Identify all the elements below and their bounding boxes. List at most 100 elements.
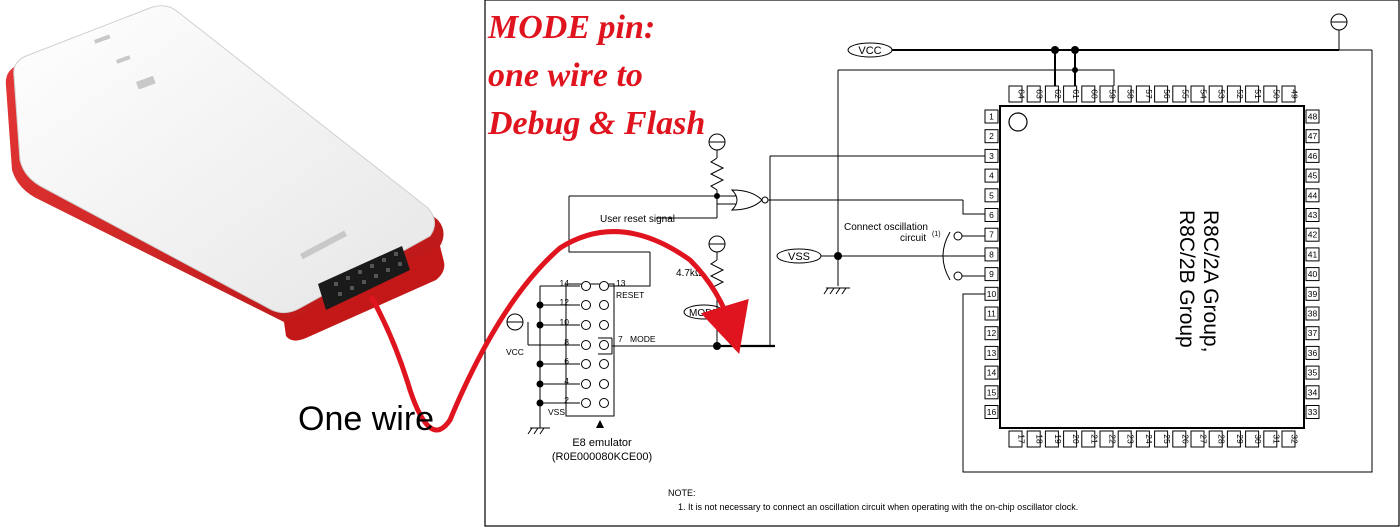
vcc-tag: VCC	[858, 45, 881, 57]
svg-text:51: 51	[1253, 89, 1263, 99]
vcc-bus	[837, 13, 1373, 256]
mcu-pin-42: 42	[1305, 227, 1320, 242]
mcu-pin-14: 14	[984, 365, 999, 380]
mcu-pin-18: 18	[1026, 430, 1045, 448]
mcu-pin-23: 23	[1117, 430, 1136, 448]
svg-text:17: 17	[1017, 434, 1027, 444]
note-title: NOTE:	[668, 488, 696, 498]
e8-reset-label: RESET	[616, 290, 644, 300]
red-highlight-wire	[369, 229, 749, 433]
chip-label-line-1: R8C/2A Group,	[1199, 210, 1222, 352]
mcu-pin-55: 55	[1172, 85, 1190, 103]
svg-text:48: 48	[1308, 112, 1318, 122]
svg-text:24: 24	[1144, 434, 1154, 444]
mcu-pin-21: 21	[1081, 430, 1099, 448]
svg-text:11: 11	[987, 309, 996, 319]
svg-text:9: 9	[989, 269, 994, 279]
svg-text:59: 59	[1108, 89, 1118, 99]
svg-text:53: 53	[1217, 89, 1227, 99]
svg-text:25: 25	[1162, 434, 1172, 444]
e8-pin-8: 8	[564, 337, 569, 347]
mcu-pin-59: 59	[1099, 85, 1118, 103]
chip-label-line-2: R8C/2B Group	[1175, 210, 1198, 348]
mcu-pin-11: 11	[984, 306, 999, 321]
svg-text:23: 23	[1126, 434, 1136, 444]
chip-frame-wire	[962, 64, 1373, 473]
mcu-pin-1: 1	[984, 109, 999, 124]
e8-pin-even-0	[581, 281, 591, 291]
mcu-pin-44: 44	[1305, 188, 1320, 203]
svg-text:60: 60	[1089, 89, 1099, 99]
mcu-pin-33: 33	[1305, 405, 1320, 419]
user-reset-label: User reset signal	[600, 214, 675, 225]
osc-vss-wiring	[776, 231, 985, 295]
e8-vss-label: VSS	[548, 407, 565, 417]
osc-label-line-1: Connect oscillation	[844, 222, 928, 233]
mcu-pin-22: 22	[1099, 430, 1118, 448]
svg-text:52: 52	[1235, 89, 1245, 99]
mcu-pin-45: 45	[1305, 168, 1320, 183]
svg-text:18: 18	[1035, 434, 1045, 444]
e8-pin-even-6	[581, 398, 591, 408]
mcu-pin-47: 47	[1305, 129, 1320, 144]
mcu-pin-48: 48	[1305, 109, 1320, 124]
e8-pin-10: 10	[560, 317, 570, 327]
e8-pin-14: 14	[560, 278, 570, 288]
vss-tag: VSS	[788, 251, 810, 263]
mcu-pin-62: 62	[1044, 85, 1063, 103]
mcu-pin-56: 56	[1154, 85, 1172, 103]
mcu-pin-29: 29	[1226, 430, 1245, 448]
mcu-pin-39: 39	[1305, 286, 1320, 301]
mcu-pin-26: 26	[1172, 430, 1190, 448]
mcu-pin-17: 17	[1008, 430, 1027, 448]
e8-pin-6: 6	[564, 356, 569, 366]
e8-pin-7: 7	[618, 334, 623, 344]
svg-text:31: 31	[1271, 434, 1281, 444]
mcu-pin-43: 43	[1305, 208, 1320, 222]
mcu-pin-24: 24	[1135, 430, 1154, 448]
svg-text:14: 14	[987, 368, 997, 378]
e8-pin-odd-1	[599, 300, 609, 310]
mcu-pin-15: 15	[984, 385, 999, 400]
mcu-pin-38: 38	[1305, 306, 1320, 321]
svg-text:6: 6	[989, 210, 994, 220]
e8-pin-odd-4	[599, 359, 609, 369]
svg-text:16: 16	[987, 407, 997, 417]
one-wire-caption: One wire	[298, 400, 434, 438]
svg-text:28: 28	[1217, 434, 1227, 444]
svg-text:56: 56	[1162, 89, 1172, 99]
mcu-pin-8: 8	[984, 247, 999, 262]
svg-text:29: 29	[1235, 434, 1245, 444]
svg-text:44: 44	[1308, 190, 1318, 200]
svg-text:7: 7	[989, 230, 994, 240]
svg-text:54: 54	[1199, 89, 1209, 99]
mcu-pin-63: 63	[1026, 85, 1045, 103]
svg-text:41: 41	[1308, 249, 1318, 259]
svg-text:43: 43	[1308, 210, 1318, 220]
svg-text:12: 12	[987, 328, 997, 338]
osc-label-line-2: circuit	[900, 233, 926, 244]
mcu-pin-64: 64	[1008, 85, 1027, 103]
mcu-pin-32: 32	[1281, 430, 1300, 448]
mcu-pin-6: 6	[984, 208, 999, 222]
svg-text:49: 49	[1290, 89, 1300, 99]
svg-text:2: 2	[989, 131, 994, 141]
mcu-pin-53: 53	[1208, 85, 1227, 103]
mcu-pin-13: 13	[984, 345, 999, 360]
mcu-pin-9: 9	[984, 267, 999, 282]
mcu-pin-52: 52	[1226, 85, 1245, 103]
emulator-device-image	[5, 5, 445, 341]
svg-text:3: 3	[989, 151, 994, 161]
svg-text:58: 58	[1126, 89, 1136, 99]
mcu-pin-12: 12	[984, 326, 999, 341]
e8-pin-4: 4	[564, 376, 569, 386]
mcu-pin-2: 2	[984, 129, 999, 144]
svg-text:26: 26	[1180, 434, 1190, 444]
pin-1-marker	[596, 420, 604, 428]
mcu-pin-25: 25	[1154, 430, 1172, 448]
mcu-pin-46: 46	[1305, 148, 1320, 163]
mcu-pin-61: 61	[1063, 85, 1081, 103]
headline-line-1: MODE pin:	[487, 9, 655, 46]
mcu-pin-60: 60	[1081, 85, 1099, 103]
